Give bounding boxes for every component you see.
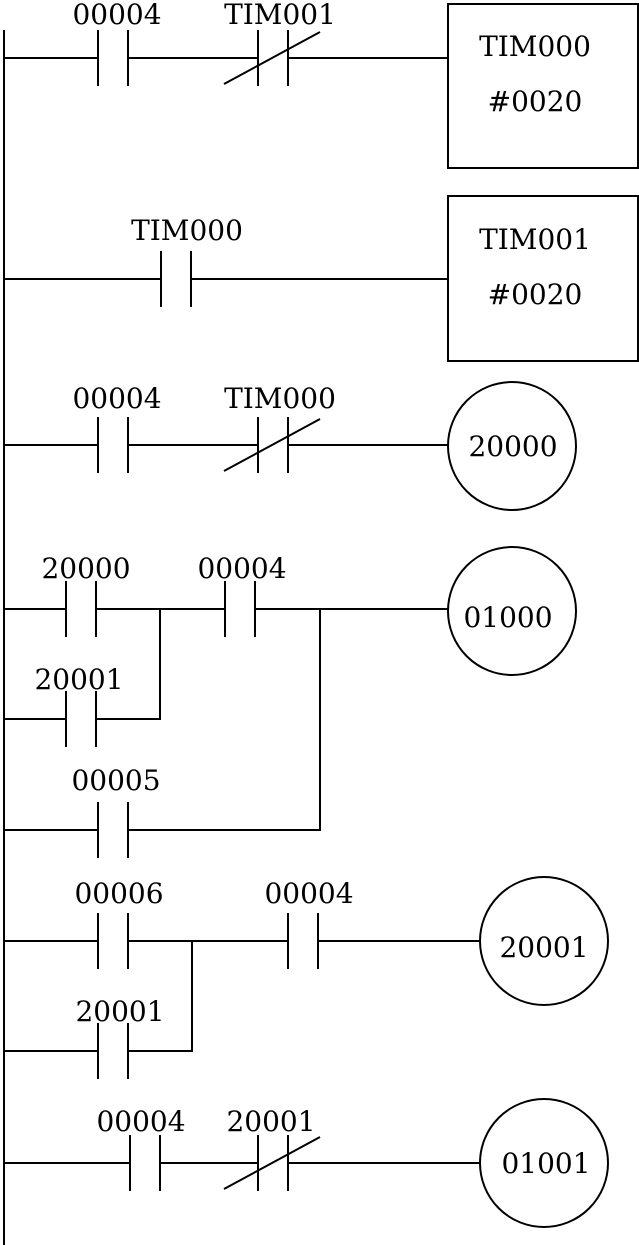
contact-no: 20001 (34, 663, 124, 747)
contact-label: 00004 (72, 0, 161, 31)
timer-name: TIM000 (479, 30, 591, 63)
contact-nc: TIM001 (223, 0, 336, 86)
contact-label: 20000 (41, 552, 130, 585)
contact-label: 20001 (34, 663, 123, 696)
contact-label: 00006 (74, 877, 163, 910)
timer-name: TIM001 (479, 223, 591, 256)
timer-box: TIM000 #0020 (447, 3, 639, 169)
contact-no: 00004 (264, 877, 354, 969)
rung-3: 00004 TIM000 20000 (4, 381, 577, 511)
contact-nc: 20001 (223, 1105, 321, 1191)
branch-wire (128, 941, 193, 1052)
contact-label: 00004 (72, 382, 161, 415)
contact-label: 00004 (197, 552, 286, 585)
contact-label: TIM000 (131, 214, 243, 247)
rung-4: 20000 20001 00004 00005 01000 (4, 546, 577, 858)
output-coil: 01000 (447, 546, 577, 676)
contact-label: TIM001 (224, 0, 336, 31)
branch-wire (96, 609, 161, 720)
coil-label: 20000 (468, 430, 557, 463)
contact-label: 20001 (226, 1105, 315, 1138)
rung-6: 00004 20001 01001 (4, 1098, 609, 1228)
contact-label: 00004 (96, 1105, 185, 1138)
coil-label: 01000 (463, 601, 552, 634)
contact-no: 00005 (71, 764, 161, 858)
output-coil: 20001 (479, 876, 609, 1006)
rung-1: 00004 TIM001 TIM000 #0020 (4, 0, 639, 169)
rung-2: TIM000 TIM001 #0020 (4, 195, 639, 362)
contact-no: TIM000 (131, 214, 243, 307)
output-coil: 20000 (447, 381, 577, 511)
output-coil: 01001 (479, 1098, 609, 1228)
timer-preset: #0020 (488, 85, 583, 118)
contact-no: 00004 (72, 382, 162, 473)
timer-box: TIM001 #0020 (447, 195, 639, 362)
rung-5: 00006 20001 00004 20001 (4, 876, 609, 1079)
contact-label: 20001 (75, 995, 164, 1028)
branch-wire (128, 609, 321, 831)
contact-no: 00006 (74, 877, 164, 969)
contact-nc: TIM000 (223, 382, 336, 473)
contact-no: 00004 (197, 552, 287, 637)
coil-label: 01001 (501, 1147, 590, 1180)
timer-preset: #0020 (488, 278, 583, 311)
contact-no: 20001 (75, 995, 165, 1079)
contact-no: 00004 (72, 0, 162, 86)
contact-no: 20000 (41, 552, 131, 637)
contact-label: TIM000 (224, 382, 336, 415)
coil-label: 20001 (499, 931, 588, 964)
contact-no: 00004 (96, 1105, 186, 1191)
contact-label: 00005 (71, 764, 160, 797)
contact-label: 00004 (264, 877, 353, 910)
